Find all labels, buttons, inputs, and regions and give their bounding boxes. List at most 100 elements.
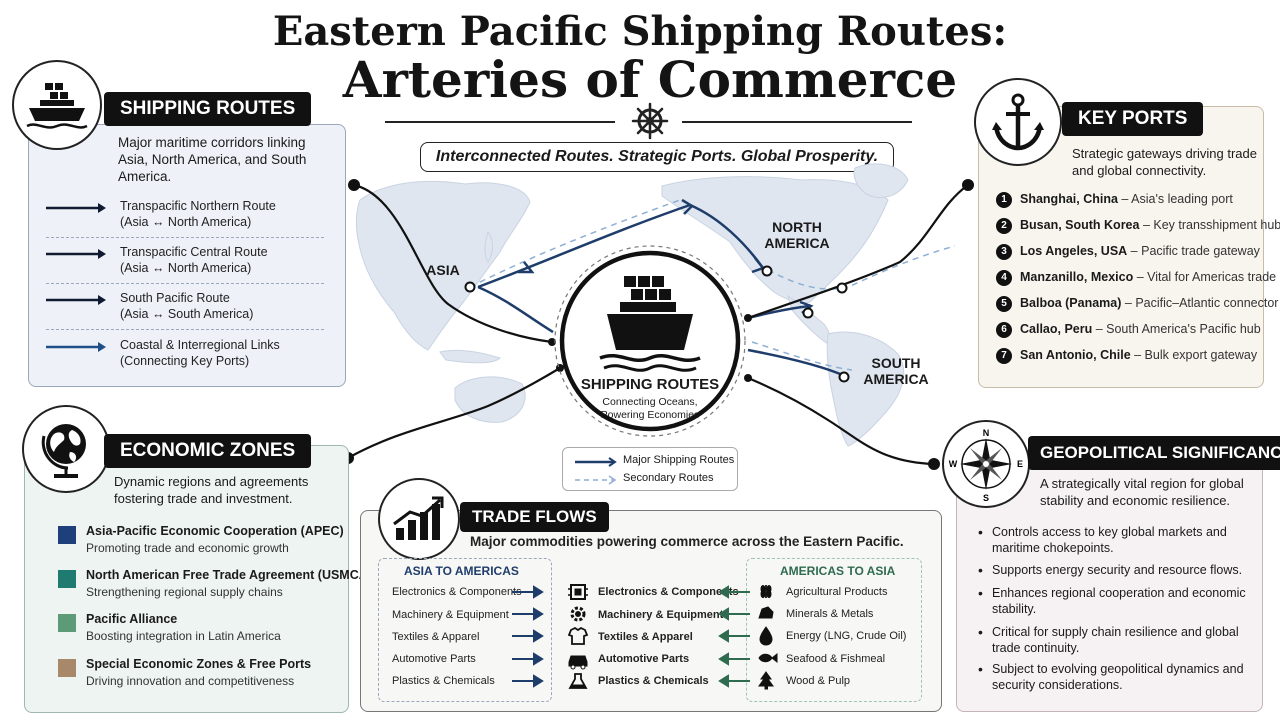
oil-drop-icon <box>759 626 773 646</box>
trade-item: Plastics & Chemicals <box>598 675 709 687</box>
hub-ship-icon <box>599 276 701 372</box>
fish-icon <box>758 652 778 664</box>
cargo-ship-icon <box>26 83 88 129</box>
secondary-routes <box>469 199 956 371</box>
car-icon <box>568 655 588 670</box>
hub-title: SHIPPING ROUTES <box>580 376 720 393</box>
north-america-landmass <box>661 176 889 303</box>
trade-item: Automotive Parts <box>392 653 476 665</box>
geo-point: Critical for supply chain resilience and… <box>978 624 1248 656</box>
legend-secondary: Secondary Routes <box>623 472 714 484</box>
route-arrow-icon <box>46 249 106 259</box>
trade-item: Machinery & Equipment <box>598 609 724 621</box>
econ-badge <box>22 405 110 493</box>
major-routes <box>477 203 846 378</box>
trade-item: Seafood & Fishmeal <box>786 653 886 665</box>
title-rule-left <box>385 121 615 123</box>
japan-landmass <box>484 230 493 263</box>
hub-subtitle: Connecting Oceans, Powering Economies <box>600 396 700 421</box>
asia-to-americas-column <box>378 558 552 702</box>
trade-item: Energy (LNG, Crude Oil) <box>786 630 907 642</box>
svg-text:W: W <box>949 459 958 469</box>
ship-wheel-icon <box>631 102 669 140</box>
title-line-1: Eastern Pacific Shipping Routes: <box>272 8 1008 55</box>
tagline: Interconnected Routes. Strategic Ports. … <box>420 142 894 172</box>
trade-item: Minerals & Metals <box>786 608 874 620</box>
ports-badge <box>974 78 1062 166</box>
route-divider <box>46 237 324 238</box>
zone-color-swatch <box>58 659 76 677</box>
shipping-routes-title: SHIPPING ROUTES <box>104 92 312 126</box>
export-arrows <box>512 585 544 688</box>
zone-color-swatch <box>58 526 76 544</box>
map-label-south-america: SOUTH AMERICA <box>863 355 929 387</box>
economic-zones-description: Dynamic regions and agreements fostering… <box>114 474 309 506</box>
trade-flows-panel <box>360 510 942 712</box>
zone-color-swatch <box>58 570 76 588</box>
map-label-north-america: NORTH AMERICA <box>764 219 830 251</box>
geopolitical-description: A strategically vital region for global … <box>1040 476 1244 508</box>
geo-point: Supports energy security and resource fl… <box>978 562 1248 578</box>
trade-flows-title: TRADE FLOWS <box>460 502 609 532</box>
connector-lines <box>347 183 969 466</box>
trade-item: Agricultural Products <box>786 586 888 598</box>
trade-item: Plastics & Chemicals <box>392 675 495 687</box>
bar-chart-icon <box>393 496 444 540</box>
title-line-2: Arteries of Commerce <box>342 50 958 109</box>
import-arrows <box>718 585 750 688</box>
shipping-badge <box>12 60 102 150</box>
key-ports-description: Strategic gateways driving trade and glo… <box>1072 146 1257 178</box>
anchor-icon <box>992 93 1044 151</box>
legend-major: Major Shipping Routes <box>623 454 735 466</box>
geo-point: Subject to evolving geopolitical dynamic… <box>978 661 1248 693</box>
asia-to-americas-title: ASIA TO AMERICAS <box>404 564 519 578</box>
svg-text:N: N <box>983 428 990 438</box>
port-markers <box>464 265 850 383</box>
geo-point: Controls access to key global markets an… <box>978 524 1248 556</box>
route-arrow-icon <box>46 203 106 213</box>
trade-flows-description: Major commodities powering commerce acro… <box>470 534 904 549</box>
map-legend: Major Shipping Routes Secondary Routes <box>562 447 738 491</box>
route-divider <box>46 283 324 284</box>
south-america-landmass <box>826 331 905 447</box>
chip-icon <box>568 584 588 600</box>
compass-icon: N S E W <box>949 428 1023 502</box>
shipping-routes-description: Major maritime corridors linking Asia, N… <box>118 135 307 184</box>
trade-item: Automotive Parts <box>598 653 690 665</box>
globe-icon <box>41 424 86 478</box>
ore-icon <box>758 606 774 619</box>
route-arrow-icon <box>46 295 106 305</box>
trade-item: Electronics & Components <box>598 586 739 598</box>
route-divider <box>46 329 324 330</box>
geo-point: Enhances regional cooperation and econom… <box>978 585 1248 617</box>
americas-to-asia-column <box>746 558 922 702</box>
map-label-asia: ASIA <box>426 262 460 278</box>
trade-item: Textiles & Apparel <box>598 631 693 643</box>
key-ports-title: KEY PORTS <box>1062 102 1204 136</box>
americas-to-asia-title: AMERICAS TO ASIA <box>780 564 896 578</box>
wheat-icon <box>760 585 772 598</box>
shirt-icon <box>567 626 589 645</box>
tree-icon <box>758 671 774 690</box>
flask-icon <box>568 673 588 689</box>
svg-text:E: E <box>1017 459 1023 469</box>
route-arrow-icon <box>46 342 106 352</box>
geo-badge: N S E W <box>942 420 1030 508</box>
trade-item: Machinery & Equipment <box>392 609 509 621</box>
economic-zones-title: ECONOMIC ZONES <box>104 434 312 468</box>
legend-swatches <box>575 457 617 485</box>
gear-icon <box>570 606 586 622</box>
trade-item: Electronics & Components <box>392 586 522 598</box>
product-icons <box>567 584 778 690</box>
trade-item: Wood & Pulp <box>786 675 851 687</box>
zone-color-swatch <box>58 614 76 632</box>
svg-text:S: S <box>983 493 989 502</box>
